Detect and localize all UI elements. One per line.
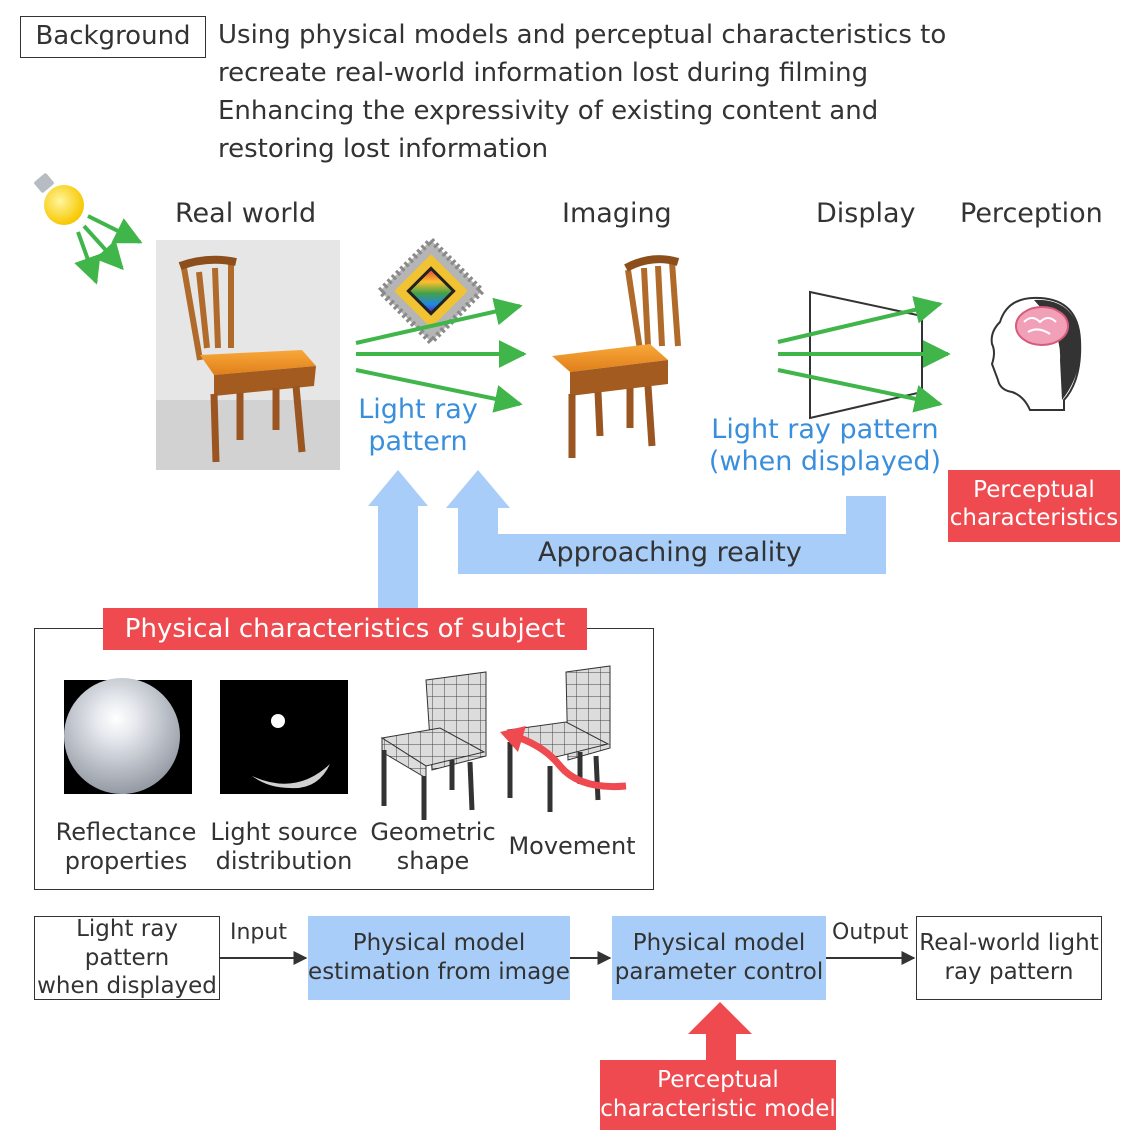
light-rays (74, 214, 143, 285)
caption-geometric: Geometric shape (366, 818, 500, 876)
light-ray-pattern-displayed-line-2: (when displayed) (708, 446, 942, 478)
light-ray-pattern-displayed-line-1: Light ray pattern (711, 414, 939, 445)
flow-estimation-box: Physical model estimation from image (308, 916, 570, 1000)
imaging-chair (552, 255, 681, 458)
perceptual-characteristics-line-1: Perceptual (973, 477, 1095, 503)
heading-line-1: Using physical models and perceptual cha… (218, 20, 947, 50)
caption-light-source: Light source distribution (206, 818, 362, 876)
caption-movement: Movement (508, 832, 636, 860)
reflectance-sphere (64, 678, 192, 794)
display-rays (777, 296, 951, 413)
caption-light-source-line-2: distribution (215, 846, 353, 875)
flow-input-line-1: Light ray pattern (76, 915, 178, 971)
stage-imaging: Imaging (562, 198, 672, 229)
physical-characteristics-title: Physical characteristics of subject (103, 608, 587, 650)
heading-line-3: Enhancing the expressivity of existing c… (218, 96, 879, 126)
caption-reflectance-line-1: Reflectance (55, 818, 197, 846)
perceptual-characteristics-line-2: characteristics (949, 504, 1119, 531)
perceptual-model-arrow (688, 1002, 752, 1062)
approaching-reality-arrows (368, 470, 886, 610)
caption-geometric-line-1: Geometric (370, 818, 496, 846)
flow-control-line-2: parameter control (614, 959, 824, 985)
light-ray-pattern-line-1: Light ray (358, 394, 478, 425)
flow-control-box: Physical model parameter control (612, 916, 826, 1000)
perceptual-characteristics-badge: Perceptual characteristics (948, 470, 1120, 542)
imaging-rays (355, 297, 527, 413)
background-label: Background (20, 16, 206, 58)
flow-input-line-2: when displayed (37, 973, 217, 1000)
movement-chair (500, 665, 627, 812)
light-ray-pattern-displayed-label: Light ray pattern (when displayed) (700, 414, 950, 479)
stage-real-world: Real world (175, 198, 317, 229)
geometric-shape-chair (380, 671, 487, 820)
stage-display: Display (816, 198, 916, 229)
flow-output-label: Output (832, 920, 909, 945)
flow-input-label: Input (230, 920, 287, 945)
flow-estimation-line-1: Physical model (352, 930, 526, 957)
stage-perception: Perception (960, 198, 1103, 229)
caption-reflectance-line-2: properties (64, 846, 188, 875)
heading-line-4: restoring lost information (218, 134, 549, 164)
light-ray-pattern-line-2: pattern (368, 426, 468, 458)
flow-output-box: Real-world light ray pattern (916, 916, 1102, 1000)
flow-output-line-1: Real-world light (919, 930, 1099, 957)
caption-reflectance: Reflectance properties (54, 818, 198, 876)
image-sensor-icon (375, 235, 487, 347)
flow-estimation-line-2: estimation from image (308, 959, 570, 985)
light-bulb-icon (34, 173, 84, 225)
flow-output-line-2: ray pattern (944, 959, 1074, 985)
perceptual-model-line-2: characteristic model (600, 1095, 836, 1122)
flow-input-box: Light ray pattern when displayed (34, 916, 220, 1000)
flow-control-line-1: Physical model (632, 930, 806, 957)
caption-geometric-line-2: shape (396, 846, 470, 875)
perceptual-characteristic-model-box: Perceptual characteristic model (600, 1060, 836, 1130)
heading-line-2: recreate real-world information lost dur… (218, 58, 869, 88)
caption-light-source-line-1: Light source (210, 818, 358, 846)
approaching-reality-label: Approaching reality (538, 537, 802, 568)
head-brain-icon (990, 296, 1082, 411)
perceptual-model-line-1: Perceptual (657, 1067, 779, 1093)
light-source-sphere (220, 680, 348, 794)
real-world-chair-photo (156, 240, 340, 470)
light-ray-pattern-label: Light ray pattern (348, 394, 488, 459)
